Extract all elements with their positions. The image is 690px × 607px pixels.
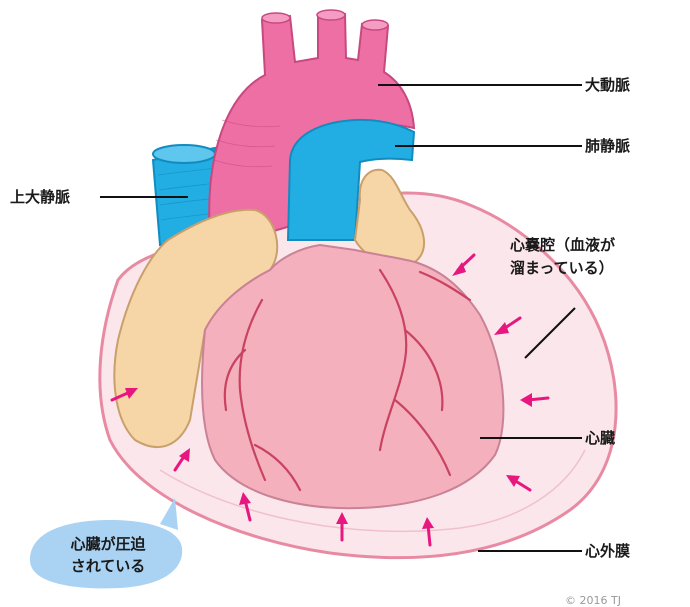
label-heart: 心臓	[585, 428, 615, 448]
left-atrium	[355, 170, 424, 264]
aorta-branch-top-1	[262, 13, 290, 23]
aorta-branch-top-2	[317, 10, 345, 20]
label-pericardial-cavity-line1: 心嚢腔（血液が	[510, 235, 615, 255]
superior-vena-cava-top	[153, 145, 215, 163]
callout-text: 心臓が圧迫 されている	[38, 534, 178, 578]
label-pulmonary-vein: 肺静脈	[585, 136, 630, 156]
label-pericardium: 心外膜	[585, 541, 630, 561]
label-superior-vena-cava: 上大静脈	[10, 187, 70, 207]
label-pericardial-cavity-line2: 溜まっている）	[510, 258, 614, 278]
copyright: © 2016 TJ	[565, 594, 621, 607]
aorta-branch-top-3	[362, 20, 388, 30]
label-aorta: 大動脈	[585, 75, 630, 95]
